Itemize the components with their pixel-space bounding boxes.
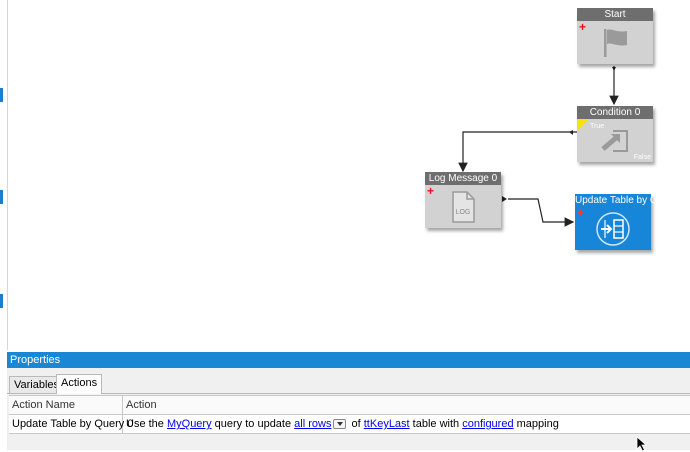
action-text: of — [348, 418, 364, 430]
node-body: + — [577, 21, 653, 64]
rows-dropdown-button[interactable] — [333, 419, 347, 430]
column-header-action[interactable]: Action — [123, 396, 690, 414]
node-start[interactable]: Start + — [577, 8, 653, 64]
node-body: + — [575, 207, 651, 250]
edge-condition-log — [458, 131, 577, 173]
port-triangle — [569, 130, 573, 135]
table-row[interactable]: Update Table by Query 0 Use the MyQuery … — [9, 415, 690, 434]
actions-table: Action Name Action Update Table by Query… — [9, 395, 690, 434]
node-title: Update Table by Q — [575, 194, 658, 207]
node-body: + LOG — [425, 185, 501, 228]
rail-marker — [0, 190, 3, 204]
node-title: Log Message 0 — [425, 172, 501, 185]
action-text: Use the — [126, 418, 167, 430]
node-log-message[interactable]: Log Message 0 + LOG — [425, 172, 501, 228]
node-title: Condition 0 — [577, 106, 653, 119]
node-update-table[interactable]: Update Table by Q + — [575, 194, 658, 250]
node-title: Start — [577, 8, 653, 21]
tab-variables[interactable]: Variables — [9, 376, 65, 393]
false-label: False — [633, 154, 651, 161]
action-text: mapping — [513, 418, 559, 430]
action-description-cell[interactable]: Use the MyQuery query to update all rows… — [123, 415, 690, 433]
column-header-action-name[interactable]: Action Name — [9, 396, 123, 414]
log-file-icon: LOG — [452, 190, 475, 223]
properties-panel: Properties Variables Actions Action Name… — [7, 352, 690, 450]
redirect-arrow-icon — [601, 129, 628, 152]
properties-header: Properties — [7, 352, 690, 368]
mapping-link[interactable]: configured — [462, 418, 514, 430]
add-plus-icon[interactable]: + — [427, 184, 435, 198]
rail-marker — [0, 88, 3, 102]
add-plus-icon[interactable]: + — [579, 20, 587, 34]
properties-tabs: Variables Actions — [7, 374, 690, 394]
node-condition[interactable]: Condition 0 True False — [577, 106, 653, 162]
table-link[interactable]: ttKeyLast — [363, 418, 410, 430]
true-label: True — [590, 123, 605, 130]
true-branch-flag — [577, 119, 589, 131]
add-plus-icon[interactable]: + — [577, 206, 585, 220]
flag-icon — [604, 28, 627, 57]
table-header-row: Action Name Action — [9, 396, 690, 415]
port-triangle — [612, 67, 616, 71]
node-body: True False — [577, 119, 653, 162]
rows-link[interactable]: all rows — [294, 418, 332, 430]
action-name-cell[interactable]: Update Table by Query 0 — [9, 415, 133, 433]
mouse-cursor-icon — [636, 436, 648, 452]
rail-marker — [0, 294, 3, 308]
log-icon-text: LOG — [456, 209, 471, 216]
query-link[interactable]: MyQuery — [166, 418, 212, 430]
tab-actions[interactable]: Actions — [56, 374, 103, 394]
port-triangle — [502, 196, 507, 202]
table-update-icon — [596, 211, 630, 246]
workflow-canvas[interactable]: Start + Condition 0 True False Log Messa… — [0, 0, 690, 350]
edge-log-update — [508, 198, 575, 227]
left-rail — [0, 0, 8, 350]
action-text: query to update — [211, 418, 295, 430]
action-text: table with — [409, 418, 463, 430]
